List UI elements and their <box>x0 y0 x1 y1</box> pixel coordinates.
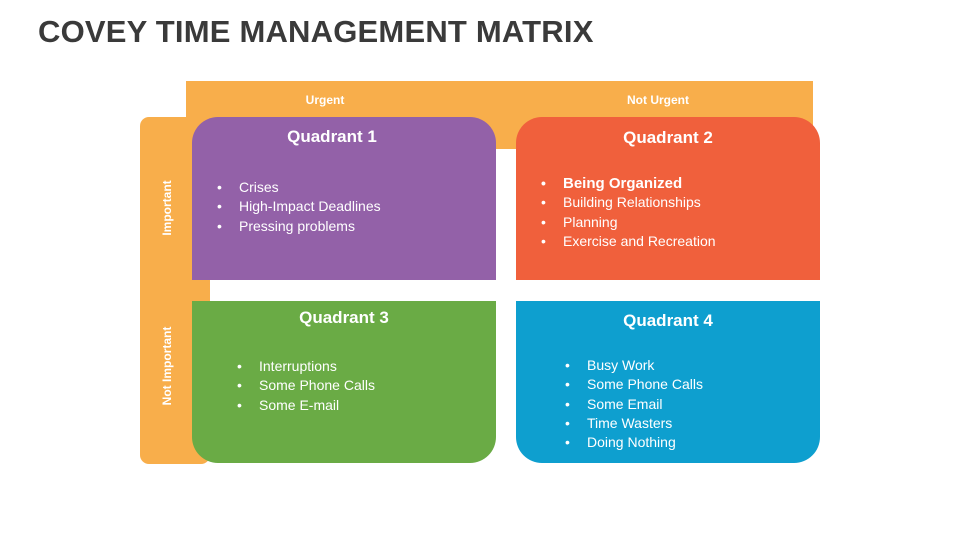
list-item: Time Wasters <box>564 414 703 434</box>
quadrant-1: Quadrant 1 Crises High-Impact Deadlines … <box>192 117 496 280</box>
list-item: Some Phone Calls <box>564 375 703 395</box>
quadrant-2: Quadrant 2 Being Organized Building Rela… <box>516 117 820 280</box>
quadrant-4-title: Quadrant 4 <box>623 311 713 330</box>
column-label-not-urgent: Not Urgent <box>627 93 689 107</box>
list-item: Busy Work <box>564 356 703 376</box>
list-item: High-Impact Deadlines <box>216 197 381 217</box>
quadrant-1-list: Crises High-Impact Deadlines Pressing pr… <box>216 178 381 236</box>
row-label-not-important: Not Important <box>160 326 174 406</box>
quadrant-1-title: Quadrant 1 <box>287 127 377 146</box>
list-item: Planning <box>540 213 716 233</box>
quadrant-2-list: Being Organized Building Relationships P… <box>540 174 716 251</box>
list-item: Being Organized <box>540 174 716 194</box>
quadrant-4-list: Busy Work Some Phone Calls Some Email Ti… <box>564 356 703 453</box>
page-title: COVEY TIME MANAGEMENT MATRIX <box>38 14 594 49</box>
quadrant-3-list: Interruptions Some Phone Calls Some E-ma… <box>236 357 375 415</box>
row-label-important: Important <box>160 180 174 236</box>
list-item: Building Relationships <box>540 193 716 213</box>
list-item: Interruptions <box>236 357 375 377</box>
quadrant-3: Quadrant 3 Interruptions Some Phone Call… <box>192 301 496 463</box>
list-item: Some Phone Calls <box>236 376 375 396</box>
column-label-urgent: Urgent <box>305 93 345 107</box>
list-item: Exercise and Recreation <box>540 232 716 252</box>
list-item: Doing Nothing <box>564 433 703 453</box>
list-item: Crises <box>216 178 381 198</box>
quadrant-2-title: Quadrant 2 <box>623 128 713 147</box>
list-item: Pressing problems <box>216 217 381 237</box>
list-item: Some Email <box>564 395 703 415</box>
quadrant-4: Quadrant 4 Busy Work Some Phone Calls So… <box>516 301 820 463</box>
quadrant-3-title: Quadrant 3 <box>299 308 389 327</box>
list-item: Some E-mail <box>236 396 375 416</box>
